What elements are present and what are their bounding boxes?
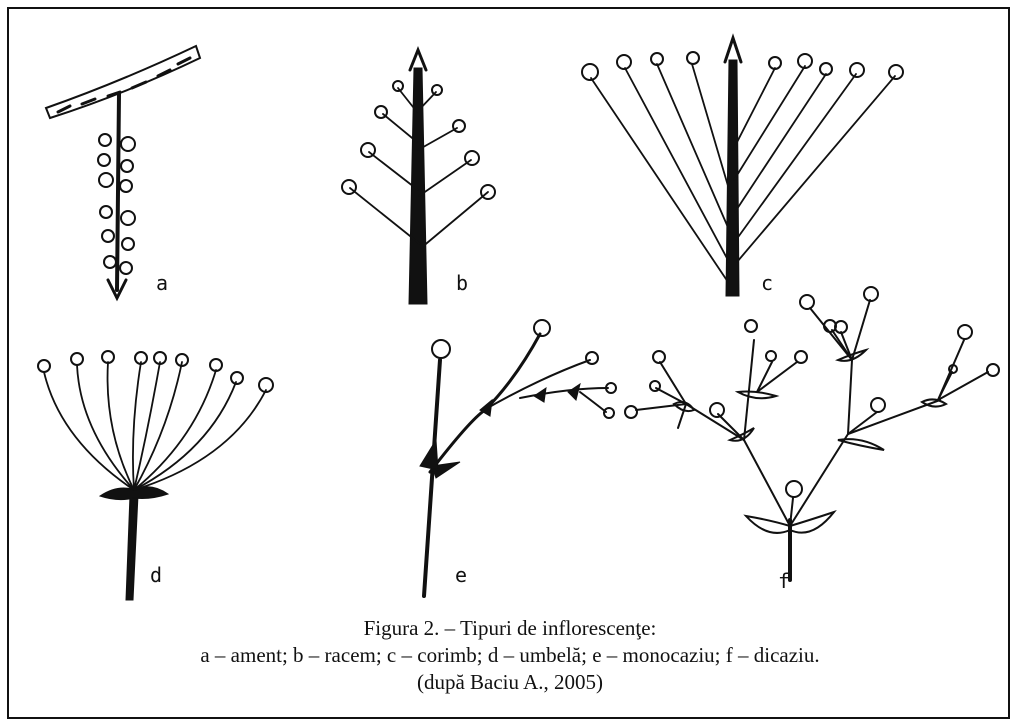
panel-e-monocaziu [420,320,616,596]
panel-a-ament [46,46,200,298]
panel-c-corimb [582,38,903,296]
umbela-stem [126,495,138,600]
panel-label-f: f [778,569,790,593]
panel-label-a: a [156,271,168,295]
panel-label-d: d [150,563,162,587]
panel-label-c: c [761,271,773,295]
panel-f-dicaziu [625,287,999,580]
corimb-arrowhead [725,38,741,62]
corimb-pedicels [591,64,895,282]
monocaziu-branch-3 [520,388,608,398]
monocaziu-stem [424,360,440,596]
panel-label-b: b [456,271,468,295]
monocaziu-flower-1 [432,340,450,358]
monocaziu-branch-2 [484,360,590,410]
figure-caption: Figura 2. – Tipuri de inflorescenţe: a –… [0,615,1020,696]
panel-label-e: e [455,563,467,587]
ament-axis [117,94,119,290]
racem-arrowhead [410,50,426,70]
monocaziu-branch-1 [430,334,540,472]
caption-source: (după Baciu A., 2005) [0,669,1020,696]
caption-title: Figura 2. – Tipuri de inflorescenţe: [0,615,1020,642]
panel-b-racem [342,50,495,304]
caption-legend: a – ament; b – racem; c – corimb; d – um… [0,642,1020,669]
